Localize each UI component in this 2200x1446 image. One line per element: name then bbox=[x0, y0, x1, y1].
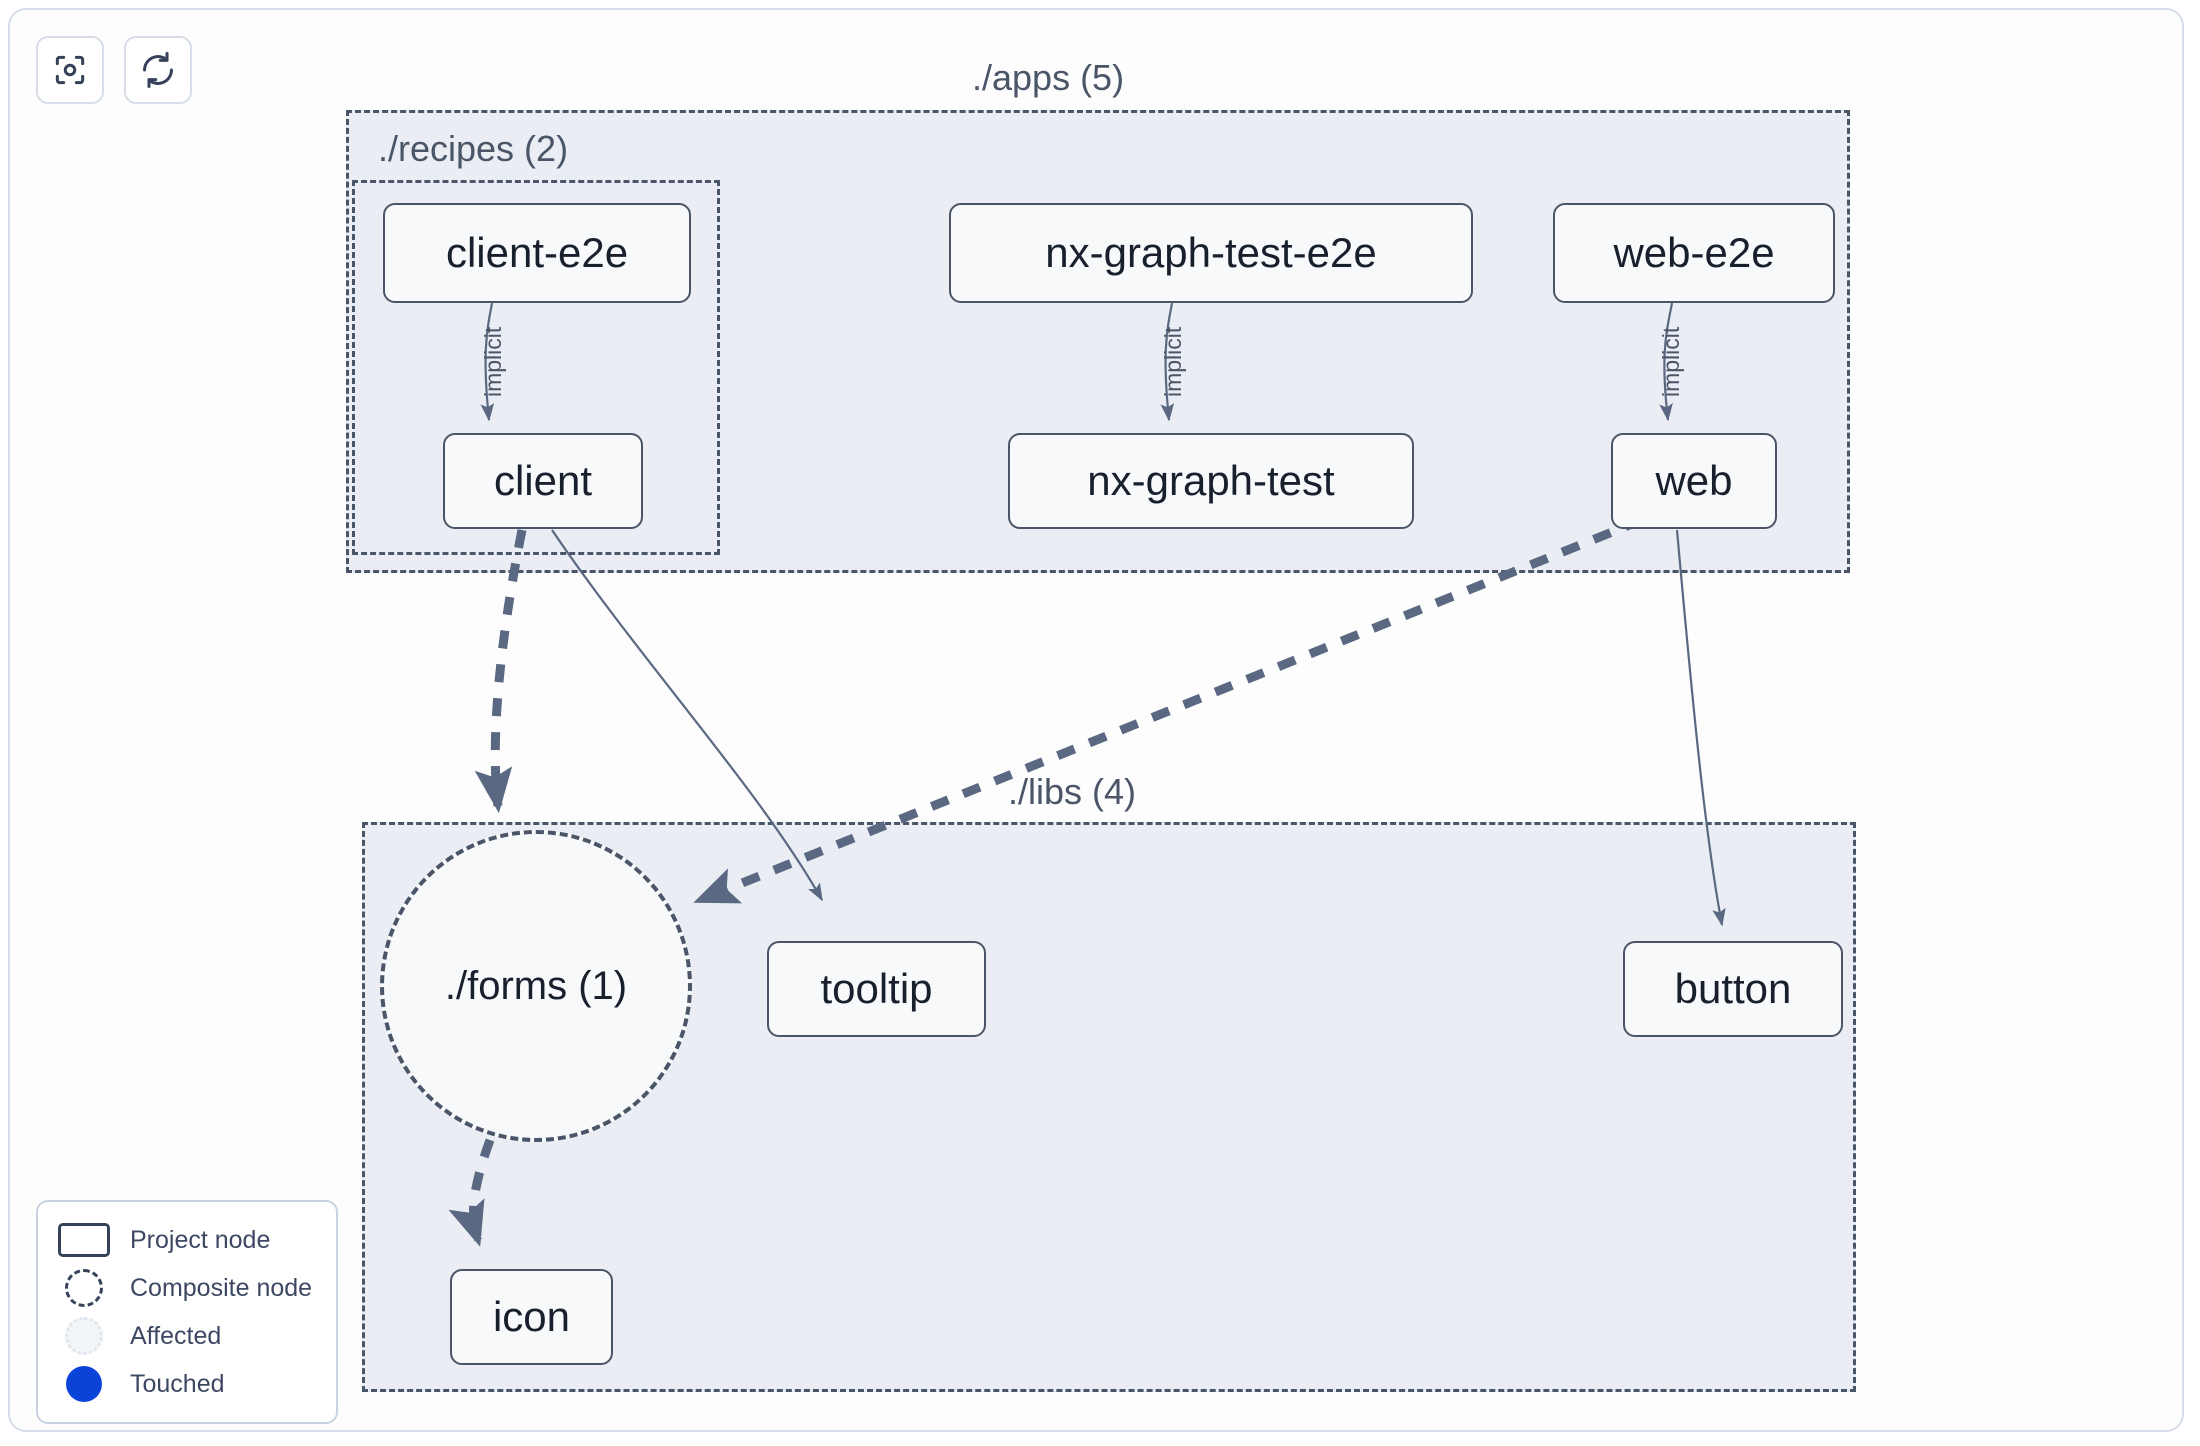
node-tooltip[interactable]: tooltip bbox=[767, 941, 986, 1037]
node-client[interactable]: client bbox=[443, 433, 643, 529]
node-label: icon bbox=[492, 1293, 571, 1340]
node-label: nx-graph-test-e2e bbox=[1045, 229, 1377, 276]
graph-legend: Project node Composite node Affected Tou… bbox=[36, 1200, 338, 1424]
composite-node-swatch bbox=[56, 1269, 112, 1307]
legend-item-composite-node: Composite node bbox=[56, 1264, 318, 1312]
node-label: client-e2e bbox=[445, 229, 629, 276]
node-forms[interactable]: ./forms (1) bbox=[380, 830, 692, 1142]
legend-item-touched: Touched bbox=[56, 1360, 318, 1408]
touched-swatch bbox=[56, 1366, 112, 1402]
project-node-swatch bbox=[56, 1223, 112, 1257]
legend-label: Composite node bbox=[130, 1273, 313, 1302]
group-recipes-label: ./recipes (2) bbox=[378, 128, 569, 169]
node-label: tooltip bbox=[820, 965, 933, 1012]
focus-graph-button[interactable] bbox=[36, 36, 104, 104]
node-icon[interactable]: icon bbox=[450, 1269, 613, 1365]
focus-target-icon bbox=[51, 51, 89, 89]
legend-label: Affected bbox=[130, 1321, 222, 1350]
node-client-e2e[interactable]: client-e2e bbox=[383, 203, 691, 303]
node-label: button bbox=[1674, 965, 1792, 1012]
legend-label: Touched bbox=[130, 1369, 225, 1398]
node-button[interactable]: button bbox=[1623, 941, 1843, 1037]
node-nx-graph-test[interactable]: nx-graph-test bbox=[1008, 433, 1414, 529]
group-apps-label: ./apps (5) bbox=[972, 57, 1125, 98]
edge-label-implicit-client: implicit bbox=[480, 326, 506, 397]
edge-label-implicit-nxgraphtest: implicit bbox=[1160, 326, 1186, 397]
affected-swatch bbox=[56, 1317, 112, 1355]
node-nx-graph-test-e2e[interactable]: nx-graph-test-e2e bbox=[949, 203, 1473, 303]
edge-label-implicit-web: implicit bbox=[1658, 326, 1684, 397]
node-label: web bbox=[1655, 457, 1733, 504]
legend-item-affected: Affected bbox=[56, 1312, 318, 1360]
node-web-e2e[interactable]: web-e2e bbox=[1553, 203, 1835, 303]
node-label: ./forms (1) bbox=[444, 964, 628, 1008]
node-label: client bbox=[493, 457, 593, 504]
node-label: web-e2e bbox=[1613, 229, 1775, 276]
refresh-graph-button[interactable] bbox=[124, 36, 192, 104]
legend-label: Project node bbox=[130, 1225, 271, 1254]
node-label: nx-graph-test bbox=[1087, 457, 1335, 504]
graph-toolbar bbox=[36, 36, 192, 104]
node-web[interactable]: web bbox=[1611, 433, 1777, 529]
legend-item-project-node: Project node bbox=[56, 1216, 318, 1264]
refresh-icon bbox=[139, 51, 177, 89]
group-libs-label: ./libs (4) bbox=[1008, 771, 1137, 812]
